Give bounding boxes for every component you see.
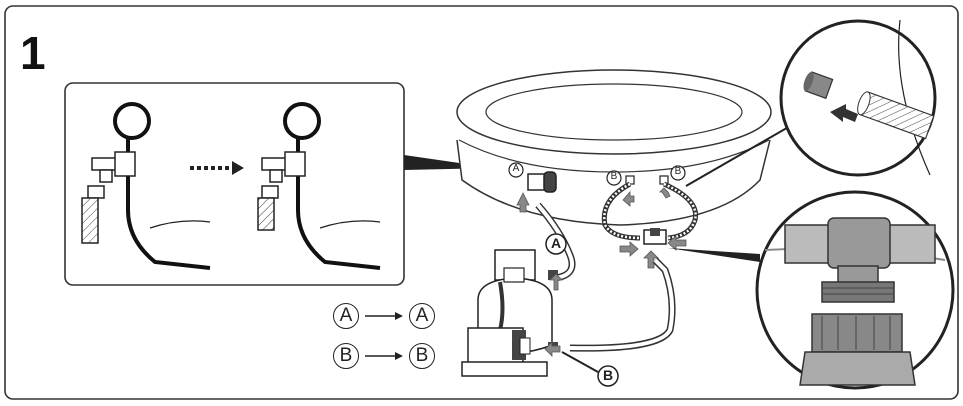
flow-arrows (516, 187, 687, 269)
sand-filter-pump (461, 249, 558, 377)
label-a-outlet (508, 162, 524, 178)
plunger-valve-before (81, 102, 211, 270)
label-b-outlet-right-text: B (674, 166, 682, 177)
legend-b-from: B (333, 343, 359, 369)
zoom-t-connector (668, 190, 955, 390)
legend-a-from: A (333, 303, 359, 329)
label-b-outlet-left (606, 170, 622, 186)
legend-row-a: A A (333, 303, 435, 329)
pool-loop-hoses (601, 181, 699, 241)
legend-row-b: B B (333, 343, 435, 369)
legend-a-to: A (409, 303, 435, 329)
label-b-outlet-left-text: B (610, 171, 618, 182)
inset-detail-box (64, 82, 494, 286)
legend-arrow-icon (365, 312, 403, 320)
label-b-hose-text: B (602, 367, 614, 383)
hose-a (535, 202, 576, 282)
step-number: 1 (20, 27, 46, 79)
label-a-hose-text: A (550, 235, 562, 251)
outer-frame (4, 5, 959, 400)
hose-b (569, 257, 676, 352)
zoom-hose-connector (685, 19, 937, 187)
pool (456, 69, 772, 226)
outlet-a-connector (527, 171, 557, 193)
pump-arrows (544, 273, 563, 357)
label-a-outlet-text: A (512, 163, 520, 174)
label-a-hose (545, 233, 567, 255)
label-b-outlet-right (670, 165, 686, 181)
transition-arrow (190, 161, 244, 175)
plunger-valve-after (257, 102, 381, 270)
legend-b-to: B (409, 343, 435, 369)
t-connector (643, 228, 667, 245)
label-b-hose (597, 365, 619, 387)
legend-arrow-icon (365, 352, 403, 360)
